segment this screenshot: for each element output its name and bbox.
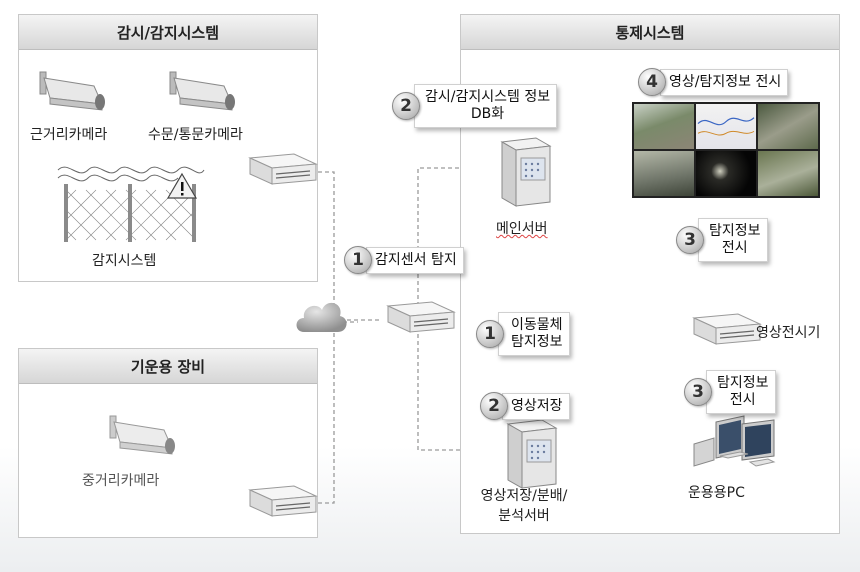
operation-pc-label: 운용용PC: [688, 485, 745, 501]
step-text: 영상저장: [511, 397, 563, 414]
step-number: 3: [684, 378, 712, 406]
step-text-line1: 탐지정보: [717, 375, 769, 391]
video-wall: [632, 102, 820, 198]
gate-camera-label: 수문/통문카메라: [148, 127, 243, 143]
step-number: 4: [638, 68, 666, 96]
gate-camera-icon: [169, 71, 235, 111]
step-text-line2: 전시: [729, 392, 756, 408]
operation-pc-icon: [693, 415, 776, 467]
video-feed-6: [758, 151, 818, 196]
step-display-video-detection: 4 영상/탐지정보 전시: [638, 68, 789, 96]
near-camera-icon: [39, 71, 105, 111]
step-db-registration: 2 감시/감지시스템 정보 DB화: [392, 84, 558, 128]
step-box: 이동물체 탐지정보: [498, 312, 570, 356]
panel-title-monitoring: 감시/감지시스템: [19, 15, 317, 50]
step-text-line1: 감시/감지시스템 정보: [425, 89, 551, 105]
near-camera-label: 근거리카메라: [30, 127, 108, 143]
main-server-icon: [500, 137, 552, 207]
video-feed-4: [634, 151, 694, 196]
step-sensor-detection: 1 감지센서 탐지: [344, 246, 464, 274]
video-display-unit-icon: [692, 313, 762, 345]
step-number: 2: [392, 92, 420, 120]
step-detection-display-upper: 3 탐지정보 전시: [676, 218, 768, 262]
panel-monitoring-system: 감시/감지시스템: [18, 14, 318, 282]
video-feed-1: [634, 104, 694, 149]
step-video-storage: 2 영상저장: [480, 392, 570, 420]
step-box: 영상저장: [502, 392, 570, 420]
step-text: 영상/탐지정보 전시: [669, 73, 782, 90]
video-feed-5: [696, 151, 756, 196]
link-to-storage-server: [417, 334, 492, 451]
step-box: 감시/감지시스템 정보 DB화: [414, 84, 558, 128]
step-text-line2: 전시: [721, 240, 748, 256]
step-detection-display-lower: 3 탐지정보 전시: [684, 370, 776, 414]
step-box: 영상/탐지정보 전시: [660, 68, 789, 96]
network-cloud-icon: [296, 302, 347, 332]
main-server-label: 메인서버: [496, 221, 548, 237]
video-display-unit-label: 영상전시기: [756, 325, 821, 341]
storage-server-icon: [506, 419, 558, 489]
step-text-line2: DB화: [470, 106, 505, 122]
video-feed-3: [758, 104, 818, 149]
step-text: 감지센서 탐지: [375, 251, 457, 268]
step-box: 감지센서 탐지: [366, 246, 464, 274]
central-switch-icon: [386, 301, 456, 333]
link-bottom-switch: [318, 322, 335, 504]
bottom-switch-icon: [248, 485, 318, 517]
mid-camera-icon: [109, 415, 175, 455]
top-switch-icon: [248, 153, 318, 185]
fence-system-label: 감지시스템: [92, 253, 157, 269]
step-number: 1: [476, 320, 504, 348]
step-number: 2: [480, 392, 508, 420]
video-feed-2: [696, 104, 756, 149]
step-text-line1: 탐지정보: [709, 223, 761, 239]
step-box: 탐지정보 전시: [706, 370, 776, 414]
mid-camera-label: 중거리카메라: [82, 473, 160, 489]
step-text-line2: 탐지정보: [511, 334, 563, 350]
storage-server-label-line1: 영상저장/분배/: [480, 488, 568, 504]
video-feed-2-graph: [697, 117, 755, 136]
panel-title-control: 통제시스템: [461, 15, 839, 50]
storage-server-label: 영상저장/분배/ 분석서버: [462, 486, 586, 526]
fence-sensor-icon: [57, 166, 205, 242]
panel-title-weather: 기운용 장비: [19, 349, 317, 384]
step-moving-object: 1 이동물체 탐지정보: [476, 312, 570, 356]
step-number: 3: [676, 226, 704, 254]
step-number: 1: [344, 246, 372, 274]
step-text-line1: 이동물체: [511, 317, 563, 333]
storage-server-label-line2: 분석서버: [498, 508, 550, 524]
step-box: 탐지정보 전시: [698, 218, 768, 262]
